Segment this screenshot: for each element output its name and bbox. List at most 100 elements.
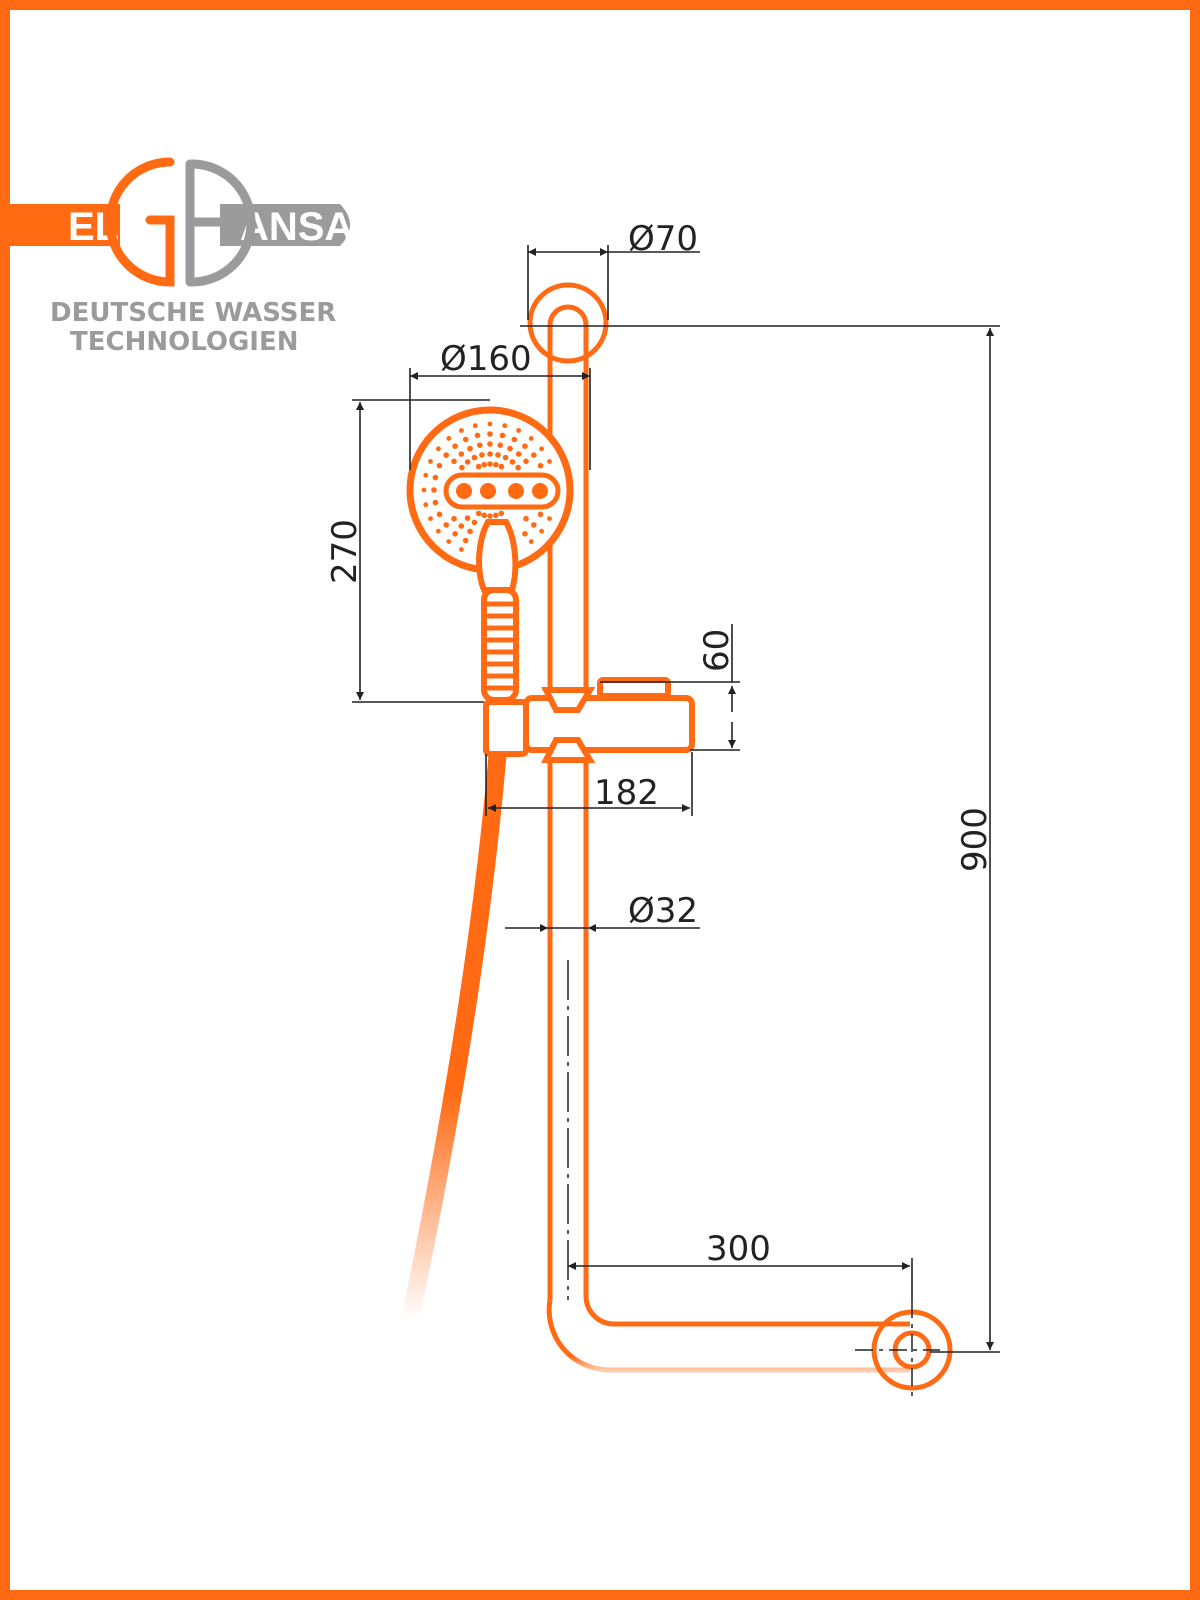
nozzle-dot [423,472,429,478]
nozzle-dot [474,432,481,439]
logo-g-mark [105,157,175,287]
nozzle-dot [471,454,478,461]
nozzle-dot [464,459,471,465]
nozzle-dot [528,539,534,544]
nozzle-dot [431,487,437,493]
nozzle-dot [509,459,516,465]
nozzle-dot [436,462,443,469]
nozzle-dot [523,515,529,522]
dim-head-diameter: Ø160 [440,339,532,379]
nozzle-dot [467,528,473,535]
nozzle-dot [467,445,473,452]
nozzle-dot [516,428,521,433]
nozzle-dot [452,443,458,450]
dim-holder-height: 60 [697,629,737,672]
nozzle-dot [481,512,488,519]
dim-head-height: 270 [325,519,365,584]
nozzle-dot [487,421,493,427]
nozzle-dot [472,423,478,429]
nozzle-dot [443,522,450,528]
nozzle-dot [462,537,469,544]
hand-shower-head [406,406,574,703]
nozzle-dot [528,436,534,441]
nozzle-dot [537,511,544,518]
nozzle-dot [523,458,529,465]
nozzle-dot [446,539,452,544]
nozzle-dot [432,499,439,506]
dim-total-height: 900 [955,807,995,872]
nozzle-dot [477,442,483,449]
nozzle-dot [511,436,518,443]
dim-holder-depth: 182 [594,773,659,813]
nozzle-dot [515,464,521,471]
shower-mode-button-panel [443,472,561,510]
nozzle-dot [495,452,501,458]
dimension-lines [352,245,1000,1353]
shower-handle-neck [476,519,519,593]
nozzle-dot [446,436,452,441]
nozzle-dot [436,528,441,534]
dim-rose-diameter: Ø70 [628,219,698,259]
nozzle-dot [522,443,528,450]
nozzle-dot [507,445,513,452]
rail-inner-outline [547,304,910,1327]
nozzle-dot [421,487,427,493]
nozzle-dot [475,510,482,517]
nozzle-dot [451,515,457,522]
dim-rail-diameter: Ø32 [628,891,698,931]
holder-top-clamp [541,687,596,713]
dim-bottom-offset: 300 [706,1229,771,1269]
logo-right-letters: ANSA [240,205,353,249]
logo-tagline-line2: TECHNOLOGIEN [70,327,298,357]
holder-release-knob [597,677,671,699]
nozzle-dot [428,459,433,464]
nozzle-dot [432,474,439,481]
nozzle-dot [493,512,499,519]
nozzle-dot [462,436,469,443]
nozzle-dot [547,459,552,464]
nozzle-dot [436,511,443,518]
brand-logo: EL ANSA DEUTSCHE WASSER TECHNOLOGIEN [10,157,353,357]
nozzle-dot [522,531,528,537]
nozzle-dot [537,462,544,469]
nozzle-dot [436,446,441,452]
nozzle-dot [471,519,478,526]
nozzle-dot [487,513,493,519]
nozzle-dot [464,515,471,521]
nozzle-dot [539,528,544,534]
holder-cup [483,699,529,757]
nozzle-dot [458,451,465,457]
nozzle-dot [443,452,450,458]
nozzle-dot [487,461,493,467]
nozzle-dot [531,522,537,528]
nozzle-dot [487,441,493,447]
logo-orange-bar [10,204,120,246]
nozzle-dot [493,461,499,468]
nozzle-dot [451,458,457,465]
nozzle-dot [428,516,433,521]
nozzle-dot [502,454,509,461]
slide-rail [527,282,910,1373]
nozzle-dot [539,446,544,452]
nozzle-dot [498,463,505,470]
nozzle-dot [459,464,465,471]
shower-nozzles [421,421,552,552]
nozzle-dot [458,523,465,529]
nozzle-dot [531,452,537,458]
holder-bottom-clamp [541,737,596,763]
nozzle-dot [497,442,504,449]
nozzle-dot [452,531,458,537]
nozzle-dot [498,510,505,517]
nozzle-dot [515,451,522,457]
nozzle-dot [479,452,485,458]
nozzle-dot [481,461,488,468]
nozzle-dot [499,432,506,439]
nozzle-dot [475,463,482,470]
nozzle-dot [487,431,493,437]
nozzle-dot [459,428,464,433]
rail-outer-bend [546,1299,910,1373]
shower-handle-ridges [484,601,516,691]
nozzle-dot [423,502,429,508]
nozzle-dot [459,547,464,552]
